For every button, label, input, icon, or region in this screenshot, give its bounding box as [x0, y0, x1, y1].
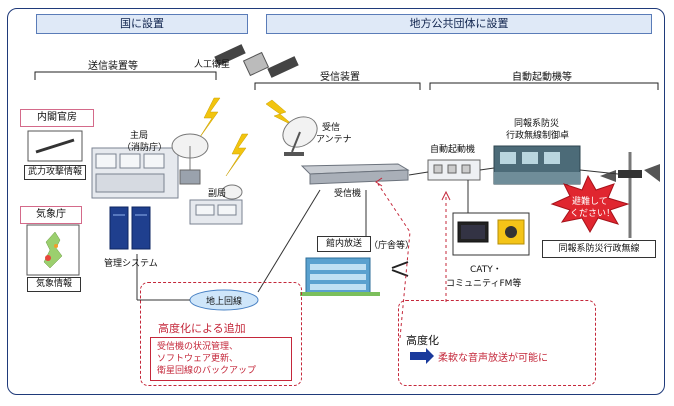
- evacuate-burst: [550, 174, 630, 234]
- console-line1: 同報系防災: [514, 119, 560, 129]
- upgrade-add-items: 受信機の状況管理、 ソフトウェア更新、 衛星回線のバックアップ: [150, 337, 292, 381]
- upgrade-flex-frame: [398, 300, 596, 386]
- in-building-label: 館内放送: [317, 236, 371, 252]
- main-station-line1: 主局: [130, 131, 149, 141]
- section-transmit: 送信装置等: [88, 61, 138, 72]
- main-station-icon: [91, 133, 209, 199]
- in-building-suffix: （庁舎等）: [369, 241, 415, 251]
- bousai-wireless-label: 同報系防災行政無線: [542, 240, 656, 258]
- section-receive: 受信装置: [320, 72, 360, 83]
- bracket-receive: [254, 82, 421, 90]
- receiver-icon: [300, 163, 410, 185]
- header-local: 地方公共団体に設置: [266, 14, 652, 34]
- header-national: 国に設置: [36, 14, 248, 34]
- sub-station-icon: [189, 184, 243, 225]
- satellite-icon: [214, 44, 299, 78]
- main-station-line2: （消防庁）: [122, 143, 168, 153]
- antenna-icon: [282, 116, 318, 156]
- upgrade-add-item: 受信機の状況管理、: [157, 342, 239, 352]
- auto-starter-icon: [427, 159, 481, 181]
- server-icon: [109, 206, 151, 250]
- cable-icon: [391, 261, 409, 277]
- upgrade-add-title: 高度化による追加: [158, 322, 246, 335]
- bracket-transmit: [34, 71, 217, 80]
- auto-starter-label: 自動起動機: [430, 145, 476, 155]
- caty-line2: コミュニティFM等: [446, 279, 522, 289]
- radio-icon: [497, 219, 525, 245]
- receiver-label: 受信機: [334, 189, 362, 199]
- console-line2: 行政無線制御卓: [506, 131, 570, 141]
- upgrade-add-frame: [140, 282, 302, 386]
- arrow-right-icon: [410, 348, 434, 364]
- lightning-icon: [197, 97, 295, 177]
- cabinet-office-title: 内閣官房: [20, 109, 94, 127]
- upgrade-add-item: 衛星回線のバックアップ: [157, 366, 257, 376]
- satellite-label: 人工衛星: [194, 60, 231, 70]
- upgrade-flex-item: 柔軟な音声放送が可能に: [438, 353, 548, 364]
- antenna-line1: 受信: [322, 123, 341, 133]
- bracket-autostart: [429, 82, 659, 90]
- jma-caption: 気象情報: [27, 277, 81, 292]
- missile-icon: [35, 138, 75, 154]
- weather-map-icon: [43, 231, 63, 269]
- caty-line1: CATY・: [470, 265, 502, 275]
- console-icon: [493, 145, 581, 185]
- building-icon: [300, 257, 380, 296]
- jma-title: 気象庁: [20, 206, 82, 224]
- ground-line-label: 地上回線: [206, 297, 243, 307]
- section-autostart: 自動起動機等: [512, 72, 572, 83]
- evacuate-line1: 避難して: [572, 197, 608, 207]
- upgrade-flex-title: 高度化: [406, 334, 439, 347]
- sub-station-label: 副局: [208, 189, 227, 199]
- evacuate-line2: ください！: [570, 209, 616, 219]
- antenna-line2: アンテナ: [316, 135, 352, 145]
- upgrade-add-item: ソフトウェア更新、: [157, 354, 239, 364]
- management-system-label: 管理システム: [104, 259, 158, 269]
- cabinet-office-caption: 武力攻撃情報: [24, 165, 86, 180]
- outer-frame: [7, 8, 665, 395]
- tv-icon: [457, 221, 489, 243]
